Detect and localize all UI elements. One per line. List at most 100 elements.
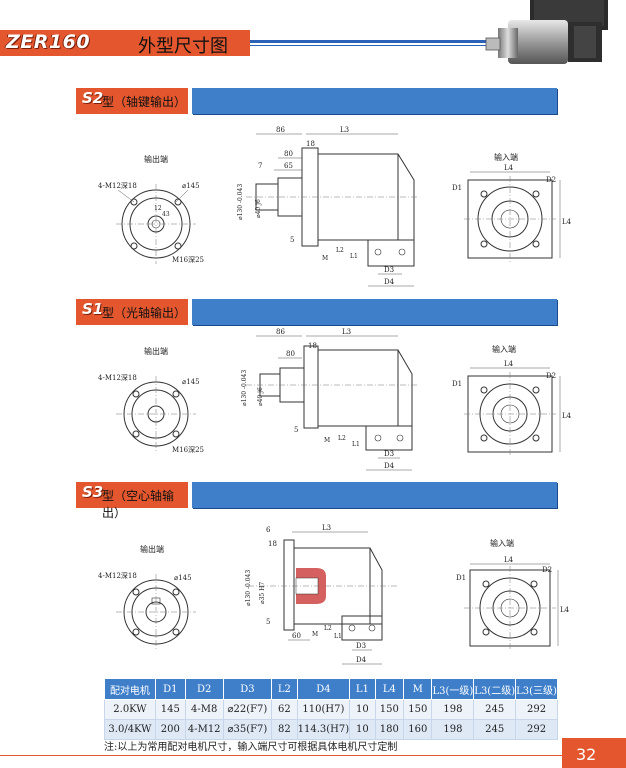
- footer-rule: [0, 755, 562, 756]
- thread-label: M16深25: [172, 255, 204, 264]
- dim-5: 5: [294, 426, 298, 434]
- table-cell: 10: [349, 699, 376, 720]
- dim-L3: L3: [340, 126, 349, 134]
- section-desc: 型（空心轴输出）: [102, 489, 175, 520]
- table-cell: 245: [473, 699, 517, 720]
- table-cell: ⌀22(F7): [222, 699, 273, 720]
- table-cell: 292: [515, 719, 558, 740]
- page-number-box: 32: [562, 738, 626, 768]
- dim-86: 86: [276, 328, 285, 336]
- dim-7: 7: [258, 162, 262, 170]
- s1-output-end-view: 输出端 4-M12深18 ⌀145 M16深25: [98, 346, 204, 454]
- dim-L3: L3: [342, 328, 351, 336]
- page-title: 外型尺寸图: [138, 36, 228, 57]
- table-cell: 200: [154, 719, 186, 740]
- dim-D4: D4: [356, 656, 367, 664]
- dim-M: M: [324, 437, 330, 444]
- table-cell: 198: [431, 699, 475, 720]
- dim-80: 80: [286, 350, 295, 358]
- dim-L4-vert: L4: [560, 606, 570, 614]
- col-header: L3(一级): [431, 678, 475, 700]
- section-s2-bar: [192, 88, 557, 114]
- pcd-label: ⌀145: [174, 574, 192, 582]
- pilot-dia: ⌀130 -0.043: [237, 184, 244, 220]
- table-cell: 245: [473, 719, 517, 740]
- dim-60: 60: [292, 632, 301, 640]
- col-header: D4: [296, 678, 351, 700]
- section-code: S1: [82, 300, 104, 318]
- footnote: 注:以上为常用配对电机尺寸，输入端尺寸可根据具体电机尺寸定制: [104, 742, 398, 753]
- header-rule-thin: [250, 45, 500, 46]
- table-cell: 62: [271, 699, 298, 720]
- dim-6: 6: [266, 526, 271, 534]
- dim-L2: L2: [336, 247, 344, 254]
- table-cell: 150: [403, 699, 433, 720]
- dim-80: 80: [284, 150, 293, 158]
- dim-18: 18: [306, 140, 315, 148]
- col-header: D3: [222, 678, 273, 700]
- col-header: L4: [374, 678, 405, 700]
- table-cell: 145: [154, 699, 186, 720]
- table-cell: 4-M8: [184, 699, 224, 720]
- col-header: L2: [271, 678, 298, 700]
- output-end-label: 输出端: [140, 544, 164, 554]
- page-number: 32: [576, 745, 597, 764]
- section-code: S3: [82, 483, 104, 501]
- dim-D1: D1: [456, 574, 466, 582]
- dim-D4: D4: [384, 462, 395, 470]
- pilot-dia: ⌀130 -0.043: [245, 570, 252, 606]
- s3-side-view: 6 L3 18 ⌀130 -0.043 ⌀35 H7 5 60 M L2 L1 …: [245, 524, 398, 665]
- table-cell: 150: [374, 699, 405, 720]
- input-end-label: 输入端: [490, 538, 514, 548]
- dim-L1: L1: [350, 253, 358, 260]
- dim-5: 5: [290, 236, 294, 244]
- dim-65: 65: [284, 162, 293, 170]
- table-cell: 198: [431, 719, 475, 740]
- table-cell: 3.0/4KW: [104, 719, 156, 740]
- section-s3-bar: [192, 482, 557, 508]
- section-desc: 型（光轴输出）: [102, 306, 187, 320]
- s2-input-end-view: 输入端 D1 D2 L4 L4: [452, 152, 572, 262]
- shaft-dia: ⌀40 j6: [257, 387, 264, 406]
- header-rule: [250, 40, 500, 43]
- s2-side-view: 86 L3 18 80 7 65 ⌀130 -0.043 ⌀40 j6 5 M …: [237, 126, 418, 287]
- bore-dia: ⌀35 H7: [259, 582, 266, 604]
- section-s2-label: S2 型（轴键输出）: [76, 88, 188, 114]
- dim-86: 86: [276, 126, 285, 134]
- dim-L4: L4: [504, 556, 514, 564]
- shaft-dia: ⌀40 j6: [255, 199, 262, 218]
- dim-L2: L2: [324, 625, 332, 632]
- pilot-dia: ⌀130 -0.043: [241, 370, 248, 406]
- holes-label: 4-M12深18: [98, 181, 137, 190]
- col-header: D1: [154, 678, 186, 700]
- table-cell: 10: [349, 719, 376, 740]
- key-width-label: 12: [154, 205, 162, 212]
- model-name: ZER160: [6, 31, 91, 53]
- holes-label: 4-M12深18: [98, 571, 137, 580]
- s3-output-end-view: 输出端 4-M12深18 ⌀145: [98, 544, 196, 650]
- dim-D3: D3: [384, 450, 394, 458]
- gearbox-product-image: [485, 0, 608, 64]
- section-s1-label: S1 型（光轴输出）: [76, 299, 188, 325]
- table-cell: 114.3(H7): [296, 719, 351, 740]
- table-cell: 160: [403, 719, 433, 740]
- dim-5: 5: [266, 618, 270, 626]
- col-header: M: [403, 678, 433, 700]
- header-title-block: ZER160 外型尺寸图: [0, 30, 250, 57]
- dim-D3: D3: [356, 642, 366, 650]
- dim-L3: L3: [322, 524, 331, 532]
- key-height-label: 43: [162, 211, 170, 218]
- dim-M: M: [312, 631, 318, 638]
- table-header-row: 配对电机 D1 D2 D3 L2 D4 L1 L4 M L3(一级) L3(二级…: [104, 678, 558, 700]
- output-end-label: 输出端: [144, 346, 168, 356]
- dim-18: 18: [268, 540, 277, 548]
- col-header: L3(二级): [473, 678, 517, 700]
- section-s3-label: S3 型（空心轴输出）: [76, 482, 188, 520]
- s1-input-end-view: 输入端 D1 D2 L4 L4: [452, 344, 572, 456]
- input-end-label: 输入端: [494, 152, 518, 162]
- table-cell: 2.0KW: [104, 699, 156, 720]
- table-cell: 4-M12: [184, 719, 224, 740]
- dim-L4: L4: [504, 164, 514, 172]
- dim-D4: D4: [384, 278, 395, 286]
- dim-D1: D1: [452, 184, 462, 192]
